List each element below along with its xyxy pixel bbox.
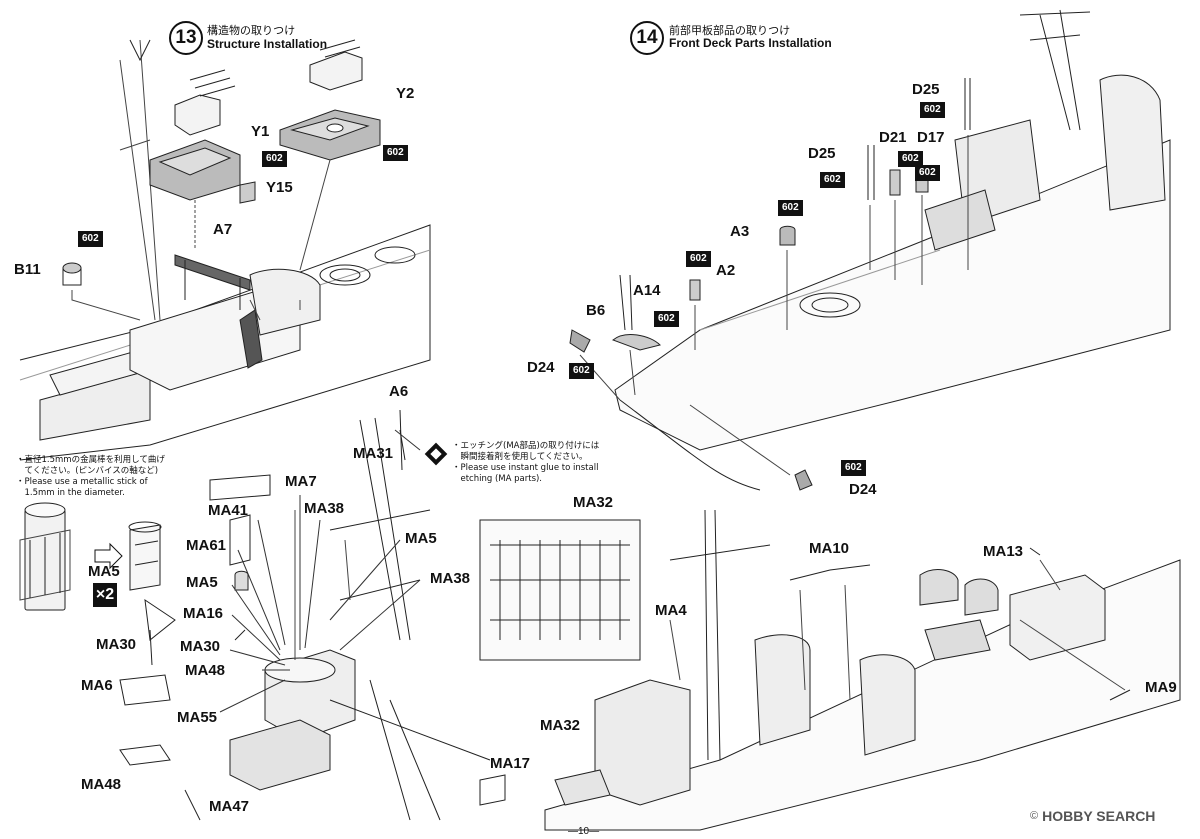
midship-assembly-drawing: [479, 509, 1181, 831]
label-ma41: MA41: [208, 502, 249, 519]
label-ma31: MA31: [353, 445, 394, 462]
label-d25-mid: D25: [808, 145, 836, 162]
step14-title-jp: 前部甲板部品の取りつけ: [669, 24, 791, 37]
leader-lines: [219, 429, 421, 713]
label-a6: A6: [389, 383, 409, 400]
label-ma5-top: MA5: [405, 530, 437, 547]
label-d17: D17: [917, 129, 945, 146]
etching-note-en2: etching (MA parts).: [452, 474, 543, 484]
paint-code-a3: 602: [778, 200, 803, 216]
label-b6: B6: [586, 302, 606, 319]
label-ma4: MA4: [655, 602, 687, 619]
paint-code-b6: 602: [654, 311, 679, 327]
label-y1: Y1: [251, 123, 270, 140]
paint-code-a2: 602: [686, 251, 711, 267]
step13-number: 13: [175, 27, 197, 48]
label-ma5-mid: MA5: [186, 574, 218, 591]
label-d24-left: D24: [527, 359, 555, 376]
paint-code-d24-bottom: 602: [841, 460, 866, 476]
label-y15: Y15: [266, 179, 293, 196]
paint-code-d25-top: 602: [920, 102, 945, 118]
paint-code-d17: 602: [915, 165, 940, 181]
paint-code-d25-mid: 602: [820, 172, 845, 188]
label-ma9: MA9: [1145, 679, 1177, 696]
label-ma47: MA47: [209, 798, 250, 815]
label-ma17: MA17: [490, 755, 531, 772]
step13-hull-drawing: [19, 39, 431, 461]
etching-note-jp1: ・エッチング(MA部品)の取り付けには: [452, 441, 600, 451]
label-ma30-b: MA30: [180, 638, 221, 655]
paint-code-y2: 602: [383, 145, 408, 161]
hobby-search-watermark: © HOBBY SEARCH: [1030, 808, 1155, 824]
etching-note-en1: ・Please use instant glue to install: [452, 463, 599, 473]
metal-rod-note-jp1: ・直径1.5mmの金属棒を利用して曲げ: [16, 455, 165, 465]
label-b11: B11: [14, 261, 41, 278]
page-number: —10—: [568, 826, 600, 837]
step14-number: 14: [636, 27, 658, 48]
label-a2: A2: [716, 262, 736, 279]
metal-rod-note-en2: 1.5mm in the diameter.: [16, 488, 125, 498]
label-ma38-a: MA38: [304, 500, 345, 517]
label-ma32-top: MA32: [573, 494, 614, 511]
step14-hull-drawing: [569, 9, 1171, 491]
label-ma48-a: MA48: [185, 662, 226, 679]
label-ma38-b: MA38: [430, 570, 471, 587]
quantity-x2-badge: ×2: [93, 583, 117, 607]
label-ma61: MA61: [186, 537, 227, 554]
label-d21: D21: [879, 129, 907, 146]
label-a3: A3: [730, 223, 750, 240]
label-ma13: MA13: [983, 543, 1024, 560]
label-a14: A14: [633, 282, 661, 299]
paint-code-d24-left: 602: [569, 363, 594, 379]
label-a7: A7: [213, 221, 233, 238]
label-y2: Y2: [396, 85, 415, 102]
label-ma16: MA16: [183, 605, 224, 622]
label-ma5-rod: MA5: [88, 563, 120, 580]
label-ma10: MA10: [809, 540, 850, 557]
etching-note: ・エッチング(MA部品)の取り付けには 瞬間接着剤を使用してください。 ・Ple…: [452, 441, 612, 485]
label-ma30-a: MA30: [96, 636, 137, 653]
step13-title-en: Structure Installation: [207, 37, 328, 51]
metal-rod-note-jp2: てください。(ピンバイスの軸など): [16, 466, 159, 476]
watermark-text: HOBBY SEARCH: [1042, 808, 1156, 824]
step14-number-badge: 14: [630, 21, 664, 55]
label-d24-bottom: D24: [849, 481, 877, 498]
label-ma7: MA7: [285, 473, 317, 490]
step13-number-badge: 13: [169, 21, 203, 55]
paint-code-b11: 602: [78, 231, 103, 247]
label-d25-top: D25: [912, 81, 940, 98]
step13-title-jp: 構造物の取りつけ: [207, 24, 296, 37]
watermark-copyright: ©: [1030, 810, 1039, 822]
step14-title-en: Front Deck Parts Installation: [669, 36, 832, 50]
label-ma32-bottom: MA32: [540, 717, 581, 734]
paint-code-y1: 602: [262, 151, 287, 167]
label-ma48-b: MA48: [81, 776, 122, 793]
paint-code-d21: 602: [898, 151, 923, 167]
label-ma6: MA6: [81, 677, 113, 694]
bridge-assembly-drawing: [19, 409, 506, 821]
etching-note-jp2: 瞬間接着剤を使用してください。: [452, 452, 588, 462]
metal-rod-note: ・直径1.5mmの金属棒を利用して曲げ てください。(ピンバイスの軸など) ・P…: [16, 455, 166, 499]
metal-rod-note-en1: ・Please use a metallic stick of: [16, 477, 148, 487]
label-ma55: MA55: [177, 709, 218, 726]
